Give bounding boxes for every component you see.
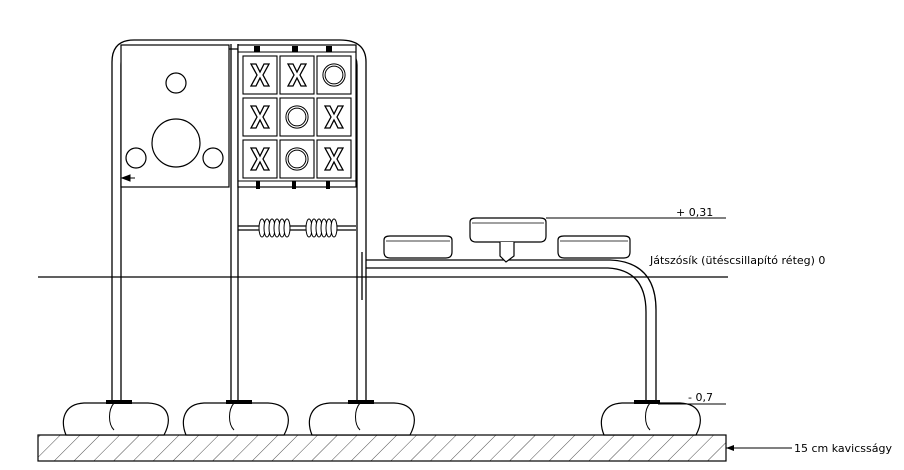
foundation-2 bbox=[182, 402, 289, 436]
board-cell bbox=[242, 97, 278, 137]
level-leaders bbox=[546, 217, 792, 449]
foundation-4 bbox=[600, 402, 701, 436]
x-mark bbox=[286, 63, 308, 87]
panel-hole-large bbox=[151, 118, 201, 168]
seats bbox=[383, 217, 631, 263]
seat-3 bbox=[557, 235, 631, 259]
panel-hole-right bbox=[202, 147, 224, 169]
board-cell bbox=[242, 139, 278, 179]
board-cell bbox=[279, 139, 315, 179]
x-mark bbox=[323, 105, 345, 129]
x-mark bbox=[249, 105, 271, 129]
gravel-arrow-icon bbox=[726, 445, 734, 451]
x-mark bbox=[249, 63, 271, 87]
seat-1 bbox=[383, 235, 453, 259]
level-top-label: + 0,31 bbox=[676, 206, 713, 219]
board-cell bbox=[279, 55, 315, 95]
base-plates bbox=[106, 400, 660, 404]
board-cell bbox=[242, 55, 278, 95]
panel-hole-left bbox=[125, 147, 147, 169]
foundation-3 bbox=[308, 402, 415, 436]
level-play-label: Játszósík (ütéscsillapító réteg) 0 bbox=[649, 254, 825, 267]
seat-beam bbox=[361, 252, 657, 402]
abacus-rod bbox=[238, 218, 356, 238]
foundation-1 bbox=[62, 402, 169, 436]
panel-hole-small-top bbox=[165, 72, 187, 94]
tic-tac-toe-board bbox=[237, 44, 357, 189]
board-cell bbox=[316, 55, 352, 95]
abacus-beads-right bbox=[305, 218, 338, 238]
board-cell bbox=[279, 97, 315, 137]
abacus-beads-left bbox=[258, 218, 291, 238]
x-mark bbox=[323, 147, 345, 171]
gravel-label: 15 cm kavicsságy bbox=[794, 442, 892, 455]
foundations bbox=[62, 402, 701, 436]
board-cell bbox=[316, 139, 352, 179]
left-panel bbox=[120, 44, 230, 188]
arrow-icon bbox=[120, 174, 135, 182]
seat-raised bbox=[469, 217, 547, 243]
gravel-bed bbox=[37, 434, 727, 462]
board-cell bbox=[316, 97, 352, 137]
level-bottom-label: - 0,7 bbox=[688, 391, 713, 404]
x-mark bbox=[249, 147, 271, 171]
